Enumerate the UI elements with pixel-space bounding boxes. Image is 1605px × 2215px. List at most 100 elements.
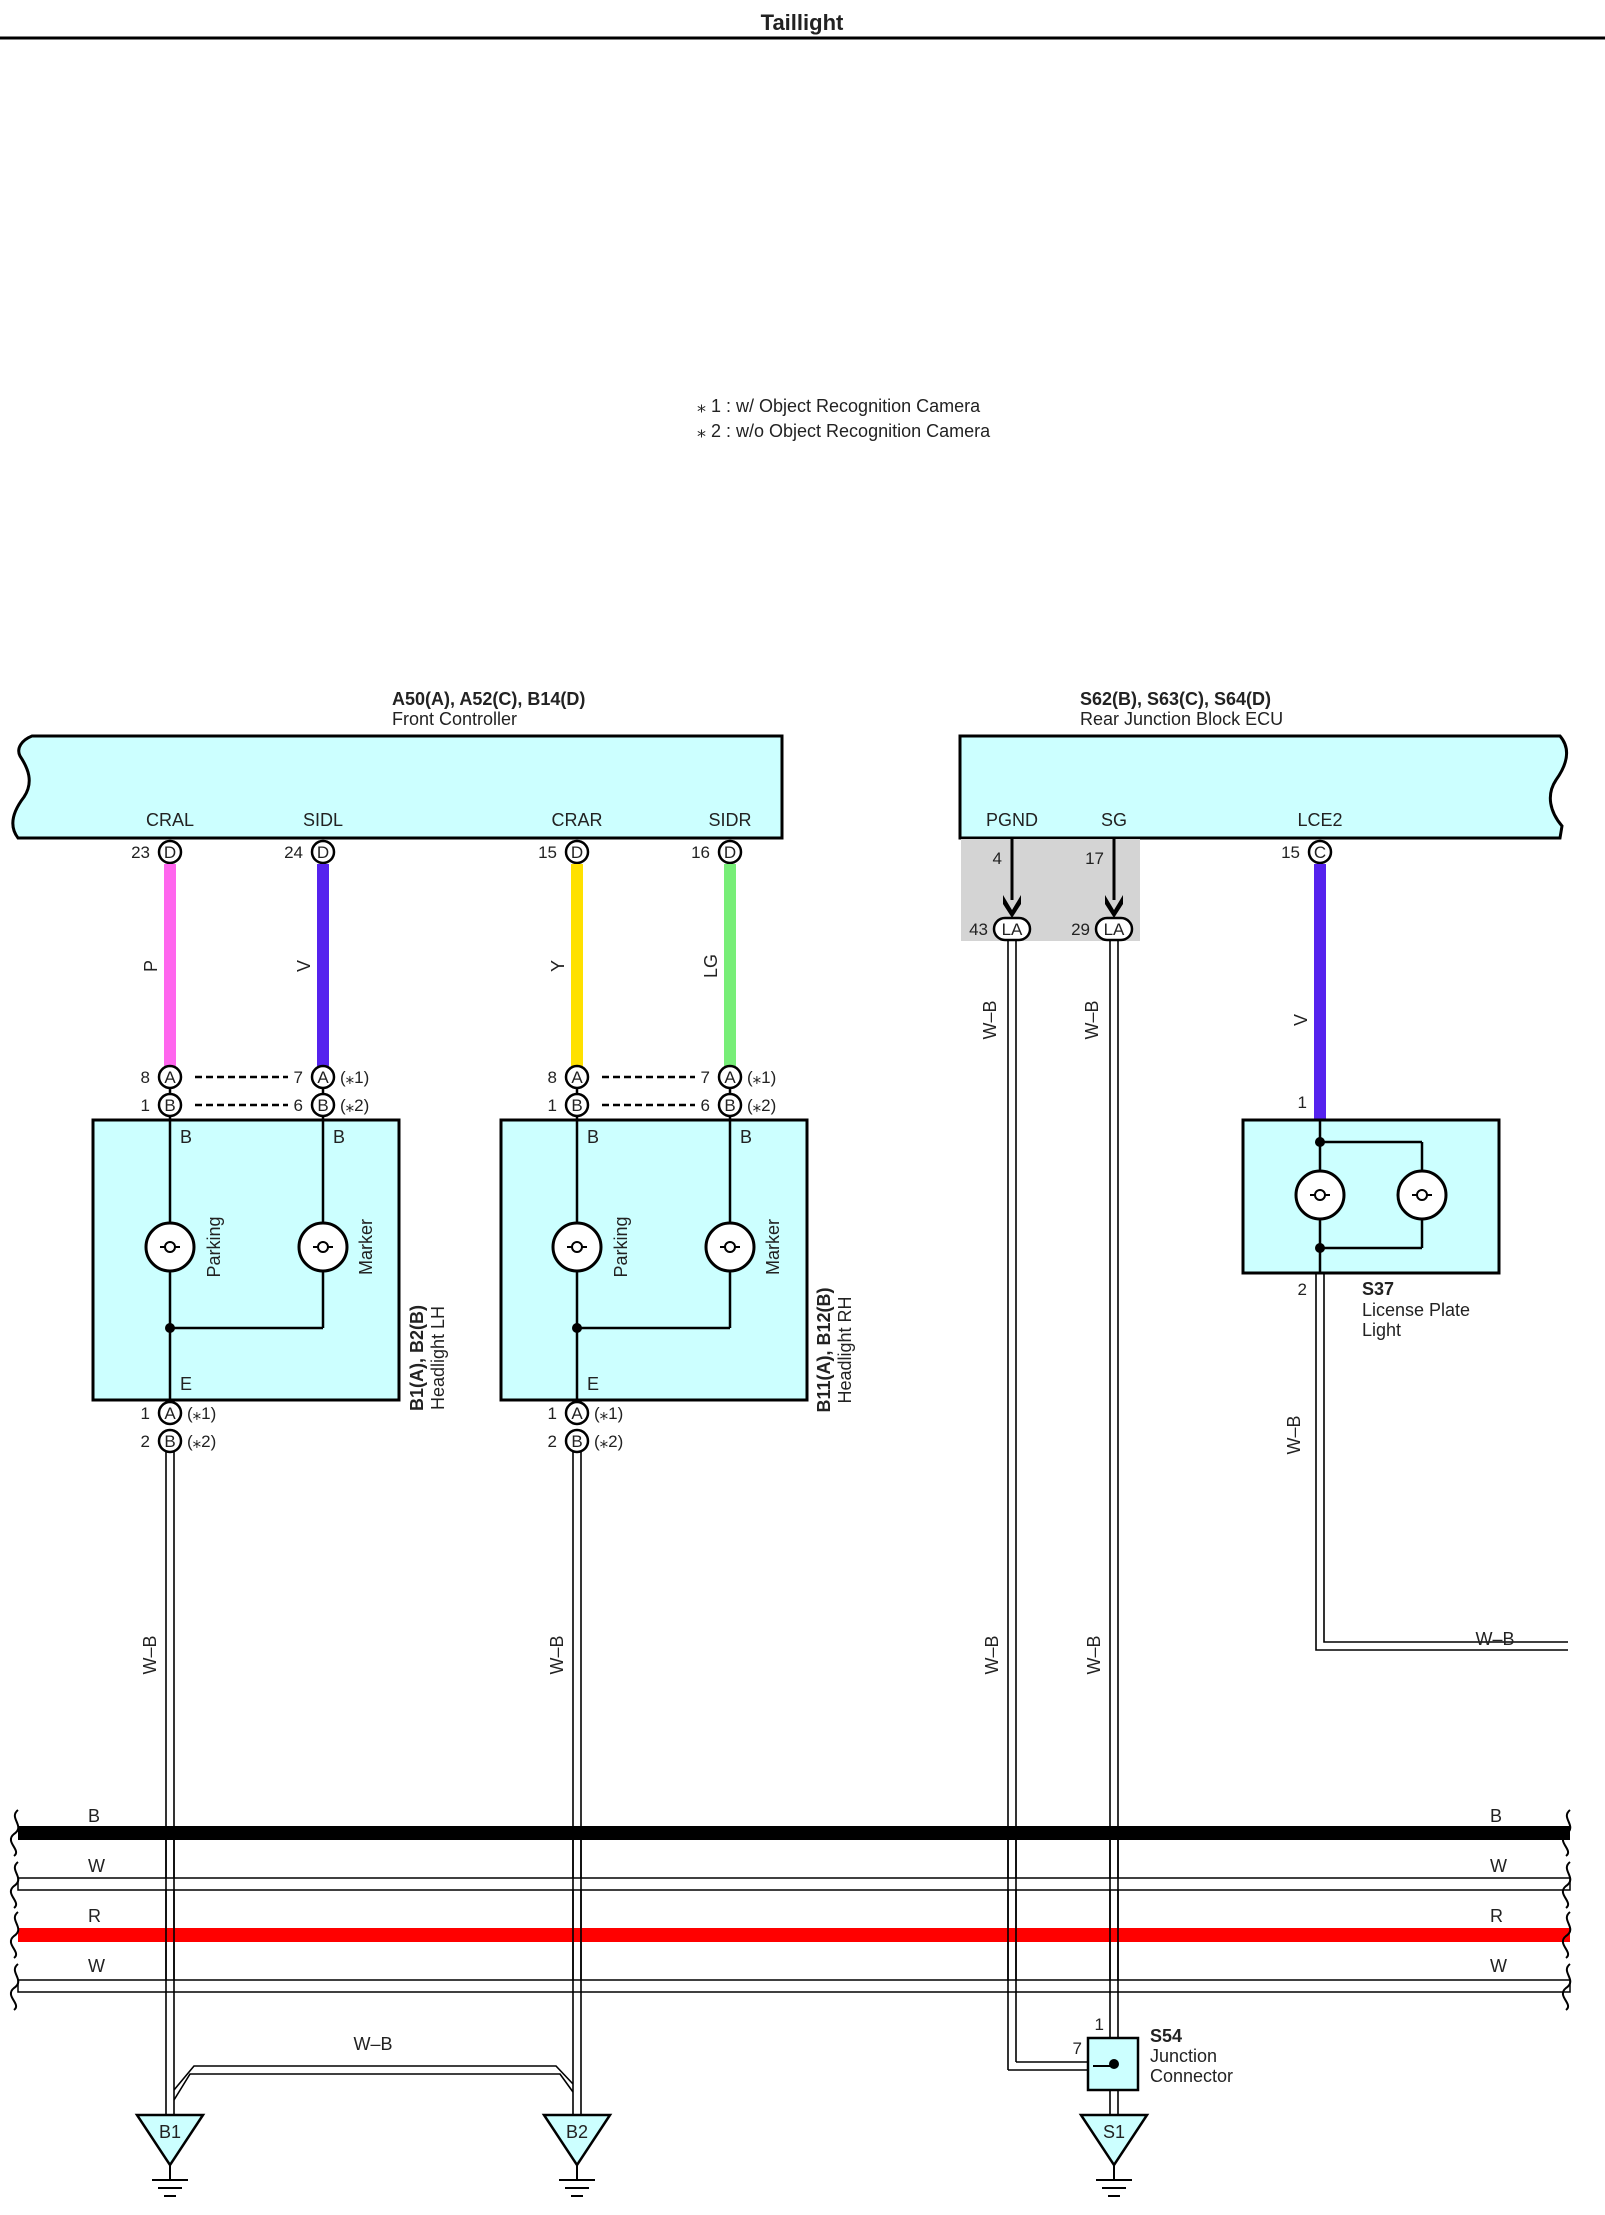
lh-connectors: A 8 B 1 A 7 (⁎1) B 6 (⁎2)	[141, 1064, 369, 1120]
s54-pin-7: 7	[1073, 2039, 1082, 2058]
svg-text:B1(A), B2(B): B1(A), B2(B)	[407, 1305, 427, 1411]
wire-v-left	[317, 864, 329, 1069]
bulb-icon	[1294, 1169, 1346, 1221]
bulb-icon	[1396, 1169, 1448, 1221]
svg-text:Marker: Marker	[356, 1219, 376, 1275]
fc-pin-24: D 24	[284, 839, 336, 865]
term-sidr: SIDR	[708, 810, 751, 830]
svg-text:B: B	[333, 1127, 345, 1147]
note-1: ⁎ 1 : w/ Object Recognition Camera	[697, 396, 981, 416]
pgnd-arrow	[1003, 838, 1021, 918]
svg-text:A: A	[571, 1068, 583, 1087]
svg-text:1: 1	[141, 1096, 150, 1115]
term-lce2: LCE2	[1297, 810, 1342, 830]
rear-jb-codes: S62(B), S63(C), S64(D)	[1080, 689, 1271, 709]
svg-text:B: B	[740, 1127, 752, 1147]
svg-text:8: 8	[141, 1068, 150, 1087]
wb-label-license: W–B	[1284, 1415, 1304, 1454]
svg-text:D: D	[571, 843, 583, 862]
headlight-rh: B B E Parking Marker B11(A), B12(B) Head…	[499, 1118, 855, 1413]
svg-text:23: 23	[131, 843, 150, 862]
wire-v-right	[1314, 864, 1326, 1120]
wire-v-label: V	[294, 960, 314, 972]
svg-text:Parking: Parking	[204, 1216, 224, 1277]
svg-text:16: 16	[691, 843, 710, 862]
bus-w-2: W W	[9, 1956, 1572, 2011]
la-connector-29: LA 29	[1071, 916, 1134, 942]
pin-4: 4	[993, 849, 1002, 868]
svg-text:D: D	[724, 843, 736, 862]
bulb-icon	[551, 1221, 603, 1273]
wire-p-label: P	[141, 960, 161, 972]
svg-text:A: A	[317, 1068, 329, 1087]
term-pgnd: PGND	[986, 810, 1038, 830]
bus-b: B B	[9, 1806, 1572, 1857]
svg-text:R: R	[88, 1906, 101, 1926]
svg-text:D: D	[164, 843, 176, 862]
wire-p	[164, 864, 176, 1069]
svg-text:43: 43	[969, 920, 988, 939]
svg-text:7: 7	[701, 1068, 710, 1087]
svg-text:6: 6	[701, 1096, 710, 1115]
license-pin-2: 2	[1298, 1280, 1307, 1299]
rh-ground-connectors: A 1 (⁎1) B 2 (⁎2)	[548, 1400, 623, 1454]
license-plate-light	[1241, 1118, 1501, 1275]
svg-text:E: E	[180, 1374, 192, 1394]
svg-text:A: A	[724, 1068, 736, 1087]
svg-text:B2: B2	[566, 2122, 588, 2142]
svg-text:A: A	[164, 1068, 176, 1087]
la-connector-43: LA 43	[969, 916, 1032, 942]
svg-text:B: B	[164, 1432, 175, 1451]
front-controller-codes: A50(A), A52(C), B14(D)	[392, 689, 585, 709]
svg-text:(⁎2): (⁎2)	[594, 1432, 623, 1451]
wire-crossings	[165, 1826, 1119, 1992]
svg-text:(⁎1): (⁎1)	[187, 1404, 216, 1423]
ground-icon-b1: B1	[134, 2113, 206, 2197]
svg-text:24: 24	[284, 843, 303, 862]
svg-text:B: B	[724, 1096, 735, 1115]
svg-text:29: 29	[1071, 920, 1090, 939]
svg-text:B: B	[180, 1127, 192, 1147]
svg-text:15: 15	[1281, 843, 1300, 862]
wire-y-label: Y	[548, 960, 568, 972]
rh-connectors: A 8 B 1 A 7 (⁎1) B 6 (⁎2)	[548, 1064, 776, 1120]
rear-jb-box	[958, 734, 1569, 840]
svg-text:S1: S1	[1103, 2122, 1125, 2142]
bulb-icon	[704, 1221, 756, 1273]
fc-pin-23: D 23	[131, 839, 183, 865]
svg-text:(⁎1): (⁎1)	[747, 1068, 776, 1087]
bus-r: R R	[9, 1906, 1572, 1959]
svg-text:(⁎1): (⁎1)	[340, 1068, 369, 1087]
svg-text:1: 1	[548, 1096, 557, 1115]
wire-lg-label: LG	[701, 954, 721, 978]
svg-text:W: W	[1490, 1956, 1507, 1976]
wire-lg	[724, 864, 736, 1069]
wb-label-lh: W–B	[140, 1635, 160, 1674]
svg-text:(⁎2): (⁎2)	[340, 1096, 369, 1115]
term-cral: CRAL	[146, 810, 194, 830]
junction-connector-s54	[1086, 2036, 1140, 2092]
svg-text:Parking: Parking	[611, 1216, 631, 1277]
note-2: ⁎ 2 : w/o Object Recognition Camera	[697, 421, 991, 441]
svg-text:W: W	[88, 1956, 105, 1976]
svg-text:B11(A), B12(B): B11(A), B12(B)	[814, 1287, 834, 1412]
svg-text:(⁎1): (⁎1)	[594, 1404, 623, 1423]
term-sidl: SIDL	[303, 810, 343, 830]
wb-label-crossover: W–B	[353, 2034, 392, 2054]
svg-text:W: W	[1490, 1856, 1507, 1876]
svg-text:B: B	[571, 1432, 582, 1451]
svg-text:LA: LA	[1104, 920, 1125, 939]
ground-icon-s1: S1	[1078, 2113, 1150, 2197]
s54-name-2: Connector	[1150, 2066, 1233, 2086]
bulb-icon	[297, 1221, 349, 1273]
page-title: Taillight	[761, 10, 844, 35]
svg-text:B: B	[587, 1127, 599, 1147]
term-sg: SG	[1101, 810, 1127, 830]
svg-text:1: 1	[548, 1404, 557, 1423]
svg-text:7: 7	[294, 1068, 303, 1087]
wb-label-sg-lower: W–B	[1084, 1635, 1104, 1674]
headlight-lh: B B E Parking Marker B1(A), B2(B) Headli…	[91, 1118, 448, 1411]
wb-label-sg: W–B	[1082, 1000, 1102, 1039]
license-pin-1: 1	[1298, 1093, 1307, 1112]
